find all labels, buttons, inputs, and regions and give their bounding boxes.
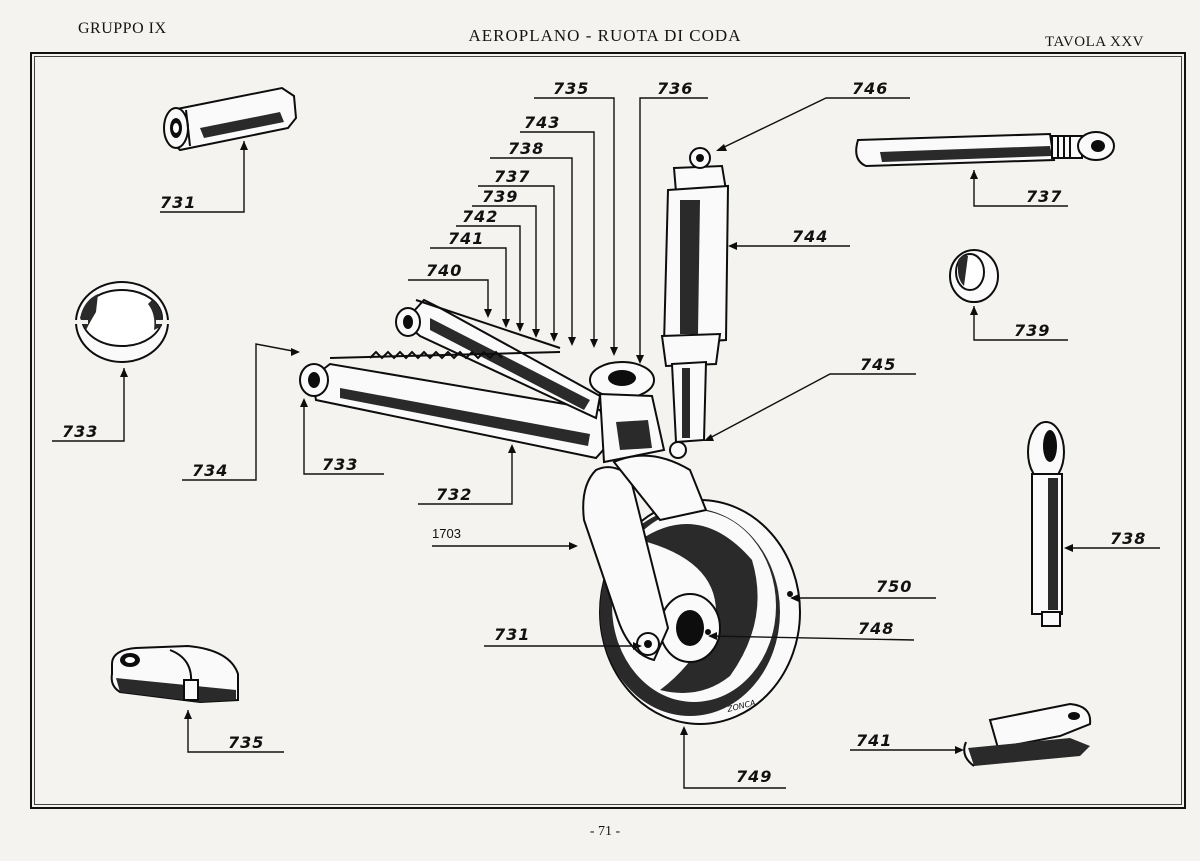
callout-736: 736 bbox=[657, 79, 693, 98]
leader-735-bottom bbox=[187, 710, 284, 753]
part-central-hub bbox=[589, 361, 687, 464]
leader-741-mid bbox=[430, 247, 507, 326]
callout-737-right: 737 bbox=[1026, 187, 1062, 206]
callout-749: 749 bbox=[736, 767, 772, 786]
callout-750: 750 bbox=[876, 577, 912, 596]
drawing-frame-inner bbox=[34, 56, 1182, 805]
leader-737-mid bbox=[478, 185, 555, 340]
part-732-fork-arms bbox=[299, 298, 614, 460]
leader-737-right bbox=[973, 170, 1068, 207]
callout-741-bottom: 741 bbox=[856, 731, 892, 750]
leader-739-mid bbox=[472, 205, 537, 336]
callout-731-top: 731 bbox=[160, 193, 196, 212]
part-737-strut-rod bbox=[855, 131, 1115, 168]
page-number: - 71 - bbox=[589, 824, 621, 839]
callout-742: 742 bbox=[462, 207, 498, 226]
leader-740 bbox=[408, 279, 489, 316]
part-744-shock-absorber bbox=[660, 147, 730, 444]
part-733-split-ring bbox=[74, 281, 170, 363]
callout-740: 740 bbox=[426, 261, 462, 280]
callout-739-right: 739 bbox=[1014, 321, 1050, 340]
callout-739-mid: 739 bbox=[482, 187, 518, 206]
callout-1703: 1703 bbox=[432, 526, 461, 541]
leader-733-left bbox=[52, 368, 125, 442]
callout-744: 744 bbox=[792, 227, 828, 246]
part-741-clip bbox=[963, 702, 1092, 767]
leader-738-top bbox=[490, 157, 573, 344]
leader-742 bbox=[456, 225, 521, 330]
leader-749 bbox=[683, 728, 786, 789]
callout-746: 746 bbox=[852, 79, 888, 98]
part-731-sleeve bbox=[163, 86, 298, 152]
part-738-pin bbox=[1027, 421, 1065, 627]
callout-745: 745 bbox=[860, 355, 896, 374]
callout-733-left: 733 bbox=[62, 422, 98, 441]
callout-731-wheel: 731 bbox=[494, 625, 530, 644]
leader-733-mid bbox=[303, 400, 384, 475]
leader-748 bbox=[709, 635, 915, 641]
leader-739-right bbox=[973, 306, 1068, 341]
drawing-frame bbox=[30, 52, 1186, 809]
part-wheel-assembly bbox=[582, 454, 801, 725]
part-735-bracket bbox=[110, 644, 239, 704]
leader-746 bbox=[717, 97, 910, 151]
callout-733-mid: 733 bbox=[322, 455, 358, 474]
callout-732: 732 bbox=[436, 485, 472, 504]
callout-737-mid: 737 bbox=[494, 167, 530, 186]
callout-738-right: 738 bbox=[1110, 529, 1146, 548]
callout-743: 743 bbox=[524, 113, 560, 132]
leader-732 bbox=[418, 446, 513, 505]
page-title: AEROPLANO - RUOTA DI CODA bbox=[468, 26, 742, 45]
leader-736 bbox=[639, 97, 708, 362]
leader-735-top bbox=[534, 97, 615, 354]
callout-738-top: 738 bbox=[508, 139, 544, 158]
leader-743 bbox=[520, 131, 595, 346]
callout-741-mid: 741 bbox=[448, 229, 484, 248]
plate-label: TAVOLA XXV bbox=[1045, 34, 1144, 50]
callout-735-bottom: 735 bbox=[228, 733, 264, 752]
leader-734 bbox=[182, 343, 299, 481]
leader-731-top bbox=[160, 141, 245, 213]
part-739-ring bbox=[949, 249, 999, 303]
group-label: GRUPPO IX bbox=[78, 20, 167, 37]
callout-748: 748 bbox=[858, 619, 894, 638]
leader-745 bbox=[705, 373, 916, 441]
callout-734: 734 bbox=[192, 461, 228, 480]
callout-735-top: 735 bbox=[553, 79, 589, 98]
